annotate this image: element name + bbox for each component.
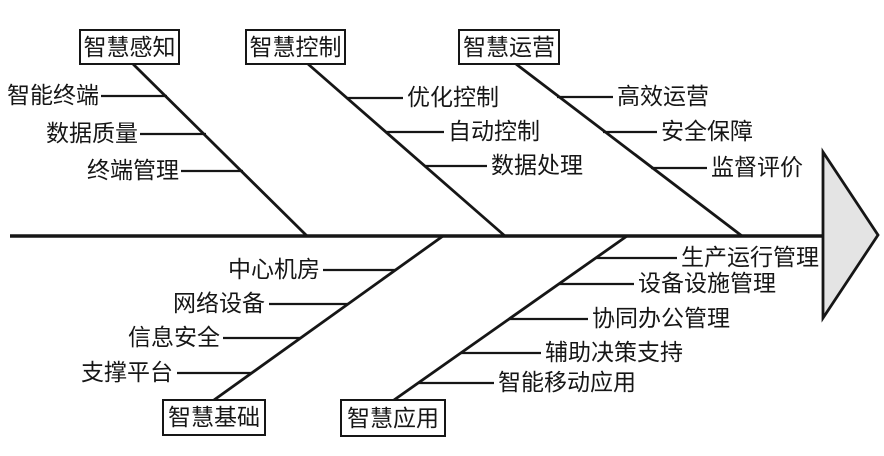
item-label: 中心机房 (228, 257, 320, 282)
arrow-head-icon (821, 147, 880, 323)
item-label: 智能终端 (7, 83, 99, 108)
item-label: 协同办公管理 (592, 306, 730, 331)
category-box-operation: 智慧运营 (458, 29, 560, 65)
item-label: 数据处理 (491, 153, 583, 178)
item-label: 监督评价 (711, 155, 803, 180)
item-label: 智能移动应用 (498, 370, 636, 395)
item-label: 生产运行管理 (681, 245, 819, 270)
item-label: 设备设施管理 (638, 271, 776, 296)
branch-line-perception (132, 63, 308, 237)
item-label: 辅助决策支持 (545, 340, 683, 365)
item-label: 安全保障 (661, 119, 753, 144)
category-box-foundation: 智慧基础 (162, 399, 266, 436)
item-label: 高效运营 (617, 84, 709, 109)
branch-line-foundation (213, 234, 444, 402)
item-label: 优化控制 (407, 85, 499, 110)
item-label: 支撑平台 (81, 360, 173, 385)
category-box-control: 智慧控制 (245, 29, 346, 65)
branch-line-control (307, 62, 506, 238)
branch-line-operation (515, 62, 743, 238)
item-label: 终端管理 (87, 158, 179, 183)
item-label: 信息安全 (128, 325, 220, 350)
category-box-application: 智慧应用 (340, 399, 446, 437)
item-label: 数据质量 (46, 121, 138, 146)
item-label: 网络设备 (173, 291, 265, 316)
item-label: 自动控制 (448, 119, 540, 144)
category-box-perception: 智慧感知 (79, 29, 180, 65)
